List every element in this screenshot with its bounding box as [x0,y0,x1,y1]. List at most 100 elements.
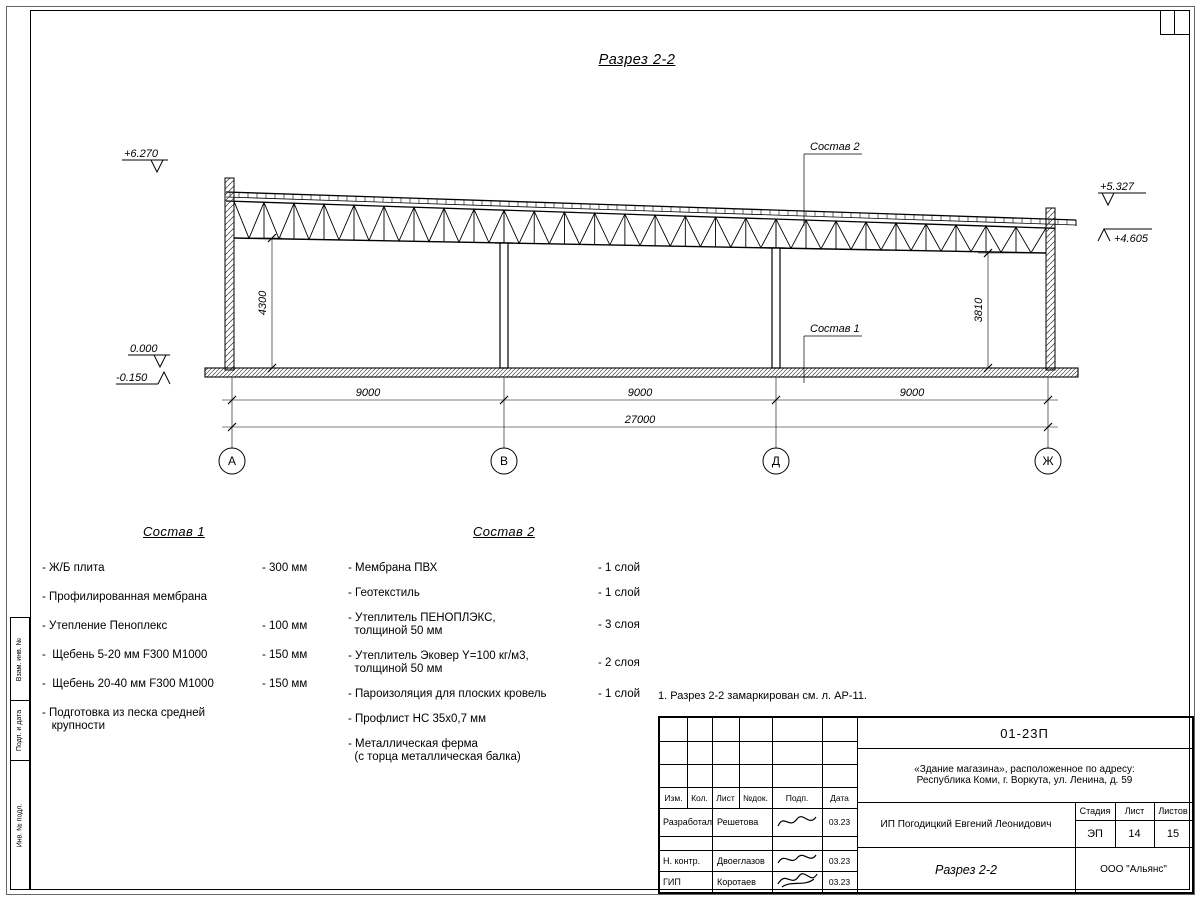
drawing-note: 1. Разрез 2-2 замаркирован см. л. АР-11. [658,690,867,702]
list-item: - Щебень 5-20 мм F300 М1000 - 150 мм [42,649,352,662]
list-item: - Металлическая ферма (с торца металличе… [348,738,658,764]
truss-bottom-chord [233,237,1047,254]
list-item: - Пароизоляция для плоских кровель - 1 с… [348,688,658,701]
material-name: - Утеплитель Эковер Y=100 кг/м3, толщино… [348,650,529,675]
signature-developer [777,816,817,827]
material-name: - Пароизоляция для плоских кровель [348,688,547,700]
material-name: - Щебень 20-40 мм F300 М1000 [42,678,214,690]
axis-bubbles: А В Д Ж [218,447,1062,475]
material-name: - Металлическая ферма (с торца металличе… [348,738,521,763]
walls [224,177,1056,371]
dim-bay-2: 9000 [628,387,653,399]
client-name: ИП Погодицкий Евгений Леонидович [880,819,1052,830]
sheet-label: Лист [1124,806,1145,816]
elevation-zero: 0.000 [130,343,158,355]
material-value: - 1 слой [598,562,641,574]
material-value: - 100 мм [262,620,308,632]
dim-bay-3: 9000 [900,387,925,399]
floor-slab [204,367,1079,378]
list-item: - Профлист НС 35х0,7 мм [348,713,658,726]
role-gip: ГИП [663,876,681,887]
axis-label-zh: Ж [1042,454,1053,468]
object-description: «Здание магазина», расположенное по адре… [914,764,1135,786]
role-developer: Разработал [663,817,712,827]
elevation-below-zero: -0.150 [116,372,148,384]
col-data: Дата [830,792,849,803]
name-gip: Коротаев [717,876,756,887]
material-name: - Подготовка из песка средней крупности [42,707,206,732]
dim-left-height: 4300 [257,290,269,315]
signature-gip [777,873,818,888]
roof-deck [225,191,1077,229]
drawing-frame [30,10,1190,890]
signature-ncontrol [777,854,817,864]
name-developer: Решетова [717,817,759,827]
sheet-edge [6,6,1195,895]
date-gip: 03.23 [828,876,851,887]
stamp-inv-podl: Инв. № подл. [11,761,29,889]
material-value: - 150 мм [262,649,308,661]
list-item: - Мембрана ПВХ - 1 слой [348,562,658,575]
sostav1-heading: Состав 1 [143,524,205,539]
stamp-label: Подп. и дата [16,709,24,752]
col-izm: Изм. [664,792,683,803]
material-name: - Утеплитель ПЕНОПЛЭКС, толщиной 50 мм [348,612,496,637]
material-name: - Профилированная мембрана [42,591,207,603]
corner-stamp-box [1160,10,1189,35]
sheet-value: 14 [1128,827,1141,840]
name-ncontrol: Двоеглазов [717,855,765,866]
stamp-label: Инв. № подл. [16,803,24,847]
date-ncontrol: 03.23 [828,855,851,866]
material-value: - 2 слоя [598,656,640,669]
dimension-ticks [227,233,1053,432]
list-item: - Утепление Пеноплекс - 100 мм [42,620,352,633]
col-podp: Подп. [785,792,809,803]
material-name: - Мембрана ПВХ [348,562,438,574]
list-item: - Геотекстиль - 1 слой [348,587,658,600]
leader-lines [803,153,862,383]
stamp-vzam-inv: Взам. инв. № [11,618,29,701]
material-value: - 1 слой [598,587,641,599]
list-item: - Подготовка из песка средней крупности [42,707,352,733]
elevation-top-left: +6.270 [124,148,159,160]
axis-label-a: А [228,454,236,468]
title-block: Изм. Кол. Лист №док. Подп. Дата Разработ… [658,716,1194,894]
leader-label-sostav2: Состав 2 [810,141,860,153]
material-name: - Профлист НС 35х0,7 мм [348,713,486,725]
stage-label: Стадия [1079,806,1111,816]
dim-total: 27000 [624,414,656,426]
margin-stamp-column: Взам. инв. № Подп. и дата Инв. № подл. [10,617,30,890]
section-drawing: 9000 9000 9000 27000 4300 3810 А В Д Ж +… [116,141,1152,475]
list-item: - Утеплитель ПЕНОПЛЭКС, толщиной 50 мм -… [348,612,658,638]
elevation-marks [116,159,1152,385]
columns [495,242,785,369]
material-name: - Геотекстиль [348,587,420,599]
material-value: - 3 слоя [598,618,640,631]
list-item: - Щебень 20-40 мм F300 М1000 - 150 мм [42,678,352,691]
list-item: - Профилированная мембрана [42,591,352,604]
date-developer: 03.23 [828,817,851,827]
col-list: Лист [716,792,735,803]
material-value: - 300 мм [262,562,308,574]
material-name: - Утепление Пеноплекс [42,620,168,632]
list-item: - Ж/Б плита - 300 мм [42,562,352,575]
elevation-right-mid: +4.605 [1114,233,1149,245]
axis-label-d: Д [772,454,780,468]
doc-number: 01-23П [1000,725,1049,741]
sostav2-heading: Состав 2 [473,524,535,539]
material-value: - 1 слой [598,688,641,700]
leader-label-sostav1: Состав 1 [810,323,860,335]
role-ncontrol: Н. контр. [663,855,701,866]
sheets-value: 15 [1166,827,1180,840]
sostav2-list: - Мембрана ПВХ - 1 слой - Геотекстиль - … [348,562,658,776]
col-ndok: №док. [743,792,768,803]
material-name: - Ж/Б плита [42,562,105,574]
page-title: Разрез 2-2 [598,52,676,68]
company-name: ООО "Альянс" [1100,864,1167,875]
dimension-lines [222,237,1058,448]
stage-value: ЭП [1087,827,1103,840]
material-value: - 150 мм [262,678,308,690]
material-name: - Щебень 5-20 мм F300 М1000 [42,649,208,661]
sheets-label: Листов [1158,806,1188,816]
sostav1-list: - Ж/Б плита - 300 мм - Профилированная м… [42,562,352,749]
